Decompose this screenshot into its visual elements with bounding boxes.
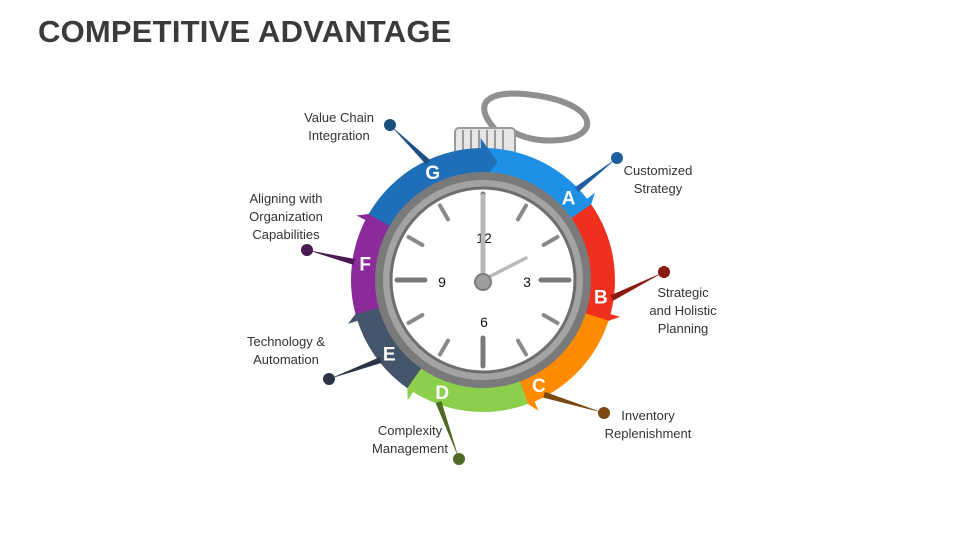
segment-c	[519, 312, 609, 405]
dial-tick	[438, 338, 450, 357]
pin-dot-b	[658, 266, 670, 278]
dial-tick	[516, 338, 528, 357]
segment-letter-g: G	[425, 163, 440, 184]
segment-letter-d: D	[435, 383, 449, 404]
pin-dot-f	[301, 244, 313, 256]
hand-pivot	[474, 273, 492, 291]
pin-dot-a	[611, 152, 623, 164]
dial-number-3: 3	[523, 274, 531, 290]
label-a: Customized Strategy	[623, 163, 693, 196]
dial-number-9: 9	[438, 274, 446, 290]
segment-f	[351, 214, 392, 315]
dial-tick	[406, 313, 425, 325]
label-g: Value Chain Integration	[304, 110, 374, 143]
segment-e	[355, 307, 423, 389]
segment-letter-e: E	[383, 344, 396, 365]
dial-number-6: 6	[480, 314, 488, 330]
label-pins	[301, 119, 670, 465]
segment-letter-f: F	[359, 254, 371, 275]
segment-arrow-b	[575, 304, 621, 327]
pin-line-a	[574, 158, 617, 193]
label-b: Strategic and Holistic Planning	[649, 285, 717, 336]
segment-d	[407, 366, 529, 412]
pin-line-b	[610, 272, 664, 301]
segment-letters: A B C D E F G	[359, 163, 607, 404]
segment-letter-a: A	[562, 188, 576, 209]
dial-tick	[406, 235, 425, 247]
pin-line-e	[329, 357, 382, 379]
segment-b	[569, 204, 616, 321]
pin-line-d	[435, 401, 459, 459]
label-e: Technology & Automation	[246, 334, 326, 367]
pin-line-c	[543, 391, 604, 413]
pin-dot-d	[453, 453, 465, 465]
watch-face: 12 3 6 9	[375, 172, 591, 388]
dial-tick	[541, 235, 560, 247]
pin-line-f	[307, 250, 355, 265]
hour-hand	[481, 256, 528, 282]
pin-dot-g	[384, 119, 396, 131]
segment-letter-b: B	[594, 288, 608, 309]
pin-dot-e	[323, 373, 335, 385]
page-title: COMPETITIVE ADVANTAGE	[38, 14, 452, 49]
pin-dot-c	[598, 407, 610, 419]
label-d: Complexity Management	[372, 423, 448, 456]
label-c: Inventory Replenishment	[604, 408, 692, 441]
dial-tick	[438, 203, 450, 222]
segment-a	[483, 148, 592, 220]
dial-tick	[541, 313, 560, 325]
segment-letter-c: C	[532, 376, 546, 397]
label-f: Aligning with Organization Capabilities	[249, 191, 323, 242]
dial-tick	[516, 203, 528, 222]
pin-line-g	[390, 125, 431, 165]
